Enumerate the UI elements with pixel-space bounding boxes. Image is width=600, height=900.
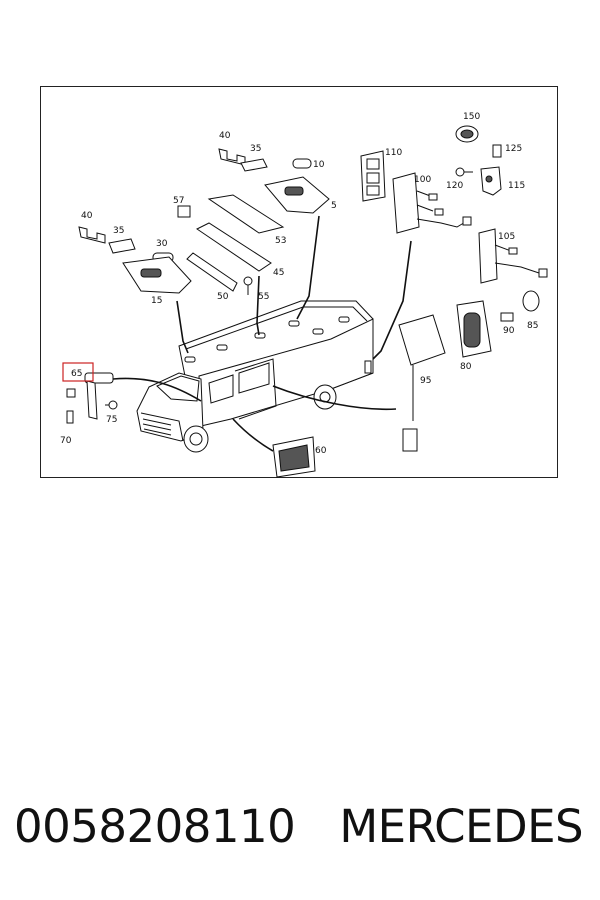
part-45-light-bar	[196, 222, 272, 272]
callout-40-upper[interactable]: 40	[219, 131, 231, 141]
part-95-control-unit	[398, 314, 446, 452]
callout-labels: 150 125 115 120 110 100 105 40 35 10 5 5…	[60, 112, 538, 456]
callout-75[interactable]: 75	[106, 415, 117, 425]
part-150-grommet	[455, 125, 479, 143]
parts-diagram: 150 125 115 120 110 100 105 40 35 10 5 5…	[40, 86, 558, 478]
callout-70[interactable]: 70	[60, 436, 72, 446]
callout-10[interactable]: 10	[313, 160, 325, 170]
part-57-switch	[177, 205, 191, 218]
callout-50[interactable]: 50	[217, 292, 229, 302]
van-illustration	[136, 300, 374, 453]
part-60-display	[272, 436, 316, 478]
callout-5[interactable]: 5	[331, 201, 337, 211]
part-55-screw	[243, 276, 253, 295]
callout-110[interactable]: 110	[385, 148, 402, 158]
part-105-harness	[478, 228, 548, 284]
product-caption: 0058208110 MERCEDES	[14, 800, 594, 853]
callout-30[interactable]: 30	[156, 239, 168, 249]
part-65-70-75-switch-assembly	[66, 372, 118, 424]
part-50-tube	[186, 252, 238, 292]
part-40-35-clip-upper	[218, 148, 268, 172]
callout-35-upper[interactable]: 35	[250, 144, 261, 154]
callout-85[interactable]: 85	[527, 321, 538, 331]
part-53-strip	[207, 194, 285, 234]
part-120-screw	[455, 167, 473, 177]
part-100-harness	[392, 172, 472, 234]
part-15-lamp	[122, 256, 192, 294]
callout-45[interactable]: 45	[273, 268, 284, 278]
callout-105[interactable]: 105	[498, 232, 515, 242]
part-90-85-connectors	[500, 290, 540, 322]
callout-90[interactable]: 90	[503, 326, 515, 336]
callout-53[interactable]: 53	[275, 236, 286, 246]
callout-60[interactable]: 60	[315, 446, 327, 456]
callout-15[interactable]: 15	[151, 296, 162, 306]
part-80-switch-panel	[456, 300, 492, 358]
part-5-lamp	[264, 176, 330, 214]
callout-95[interactable]: 95	[420, 376, 431, 386]
part-110-relay-holder	[360, 150, 386, 202]
brand-name: MERCEDES	[339, 800, 584, 853]
exploded-view-drawing: 150 125 115 120 110 100 105 40 35 10 5 5…	[60, 112, 548, 478]
callout-35-left[interactable]: 35	[113, 226, 124, 236]
part-40-35-clip-left	[78, 226, 136, 254]
part-number: 0058208110	[14, 800, 296, 853]
highlight-box-65	[62, 362, 94, 382]
callout-100[interactable]: 100	[414, 175, 431, 185]
callout-120[interactable]: 120	[446, 181, 463, 191]
callout-55[interactable]: 55	[258, 292, 269, 302]
callout-125[interactable]: 125	[505, 144, 522, 154]
callout-150[interactable]: 150	[463, 112, 480, 122]
part-125-115-bracket	[480, 144, 502, 196]
leader-lines	[112, 215, 412, 452]
callout-40-left[interactable]: 40	[81, 211, 93, 221]
callout-65[interactable]: 65	[71, 369, 82, 379]
callout-80[interactable]: 80	[460, 362, 472, 372]
part-10-bulb	[292, 158, 312, 169]
callout-57[interactable]: 57	[173, 196, 184, 206]
callout-115[interactable]: 115	[508, 181, 525, 191]
